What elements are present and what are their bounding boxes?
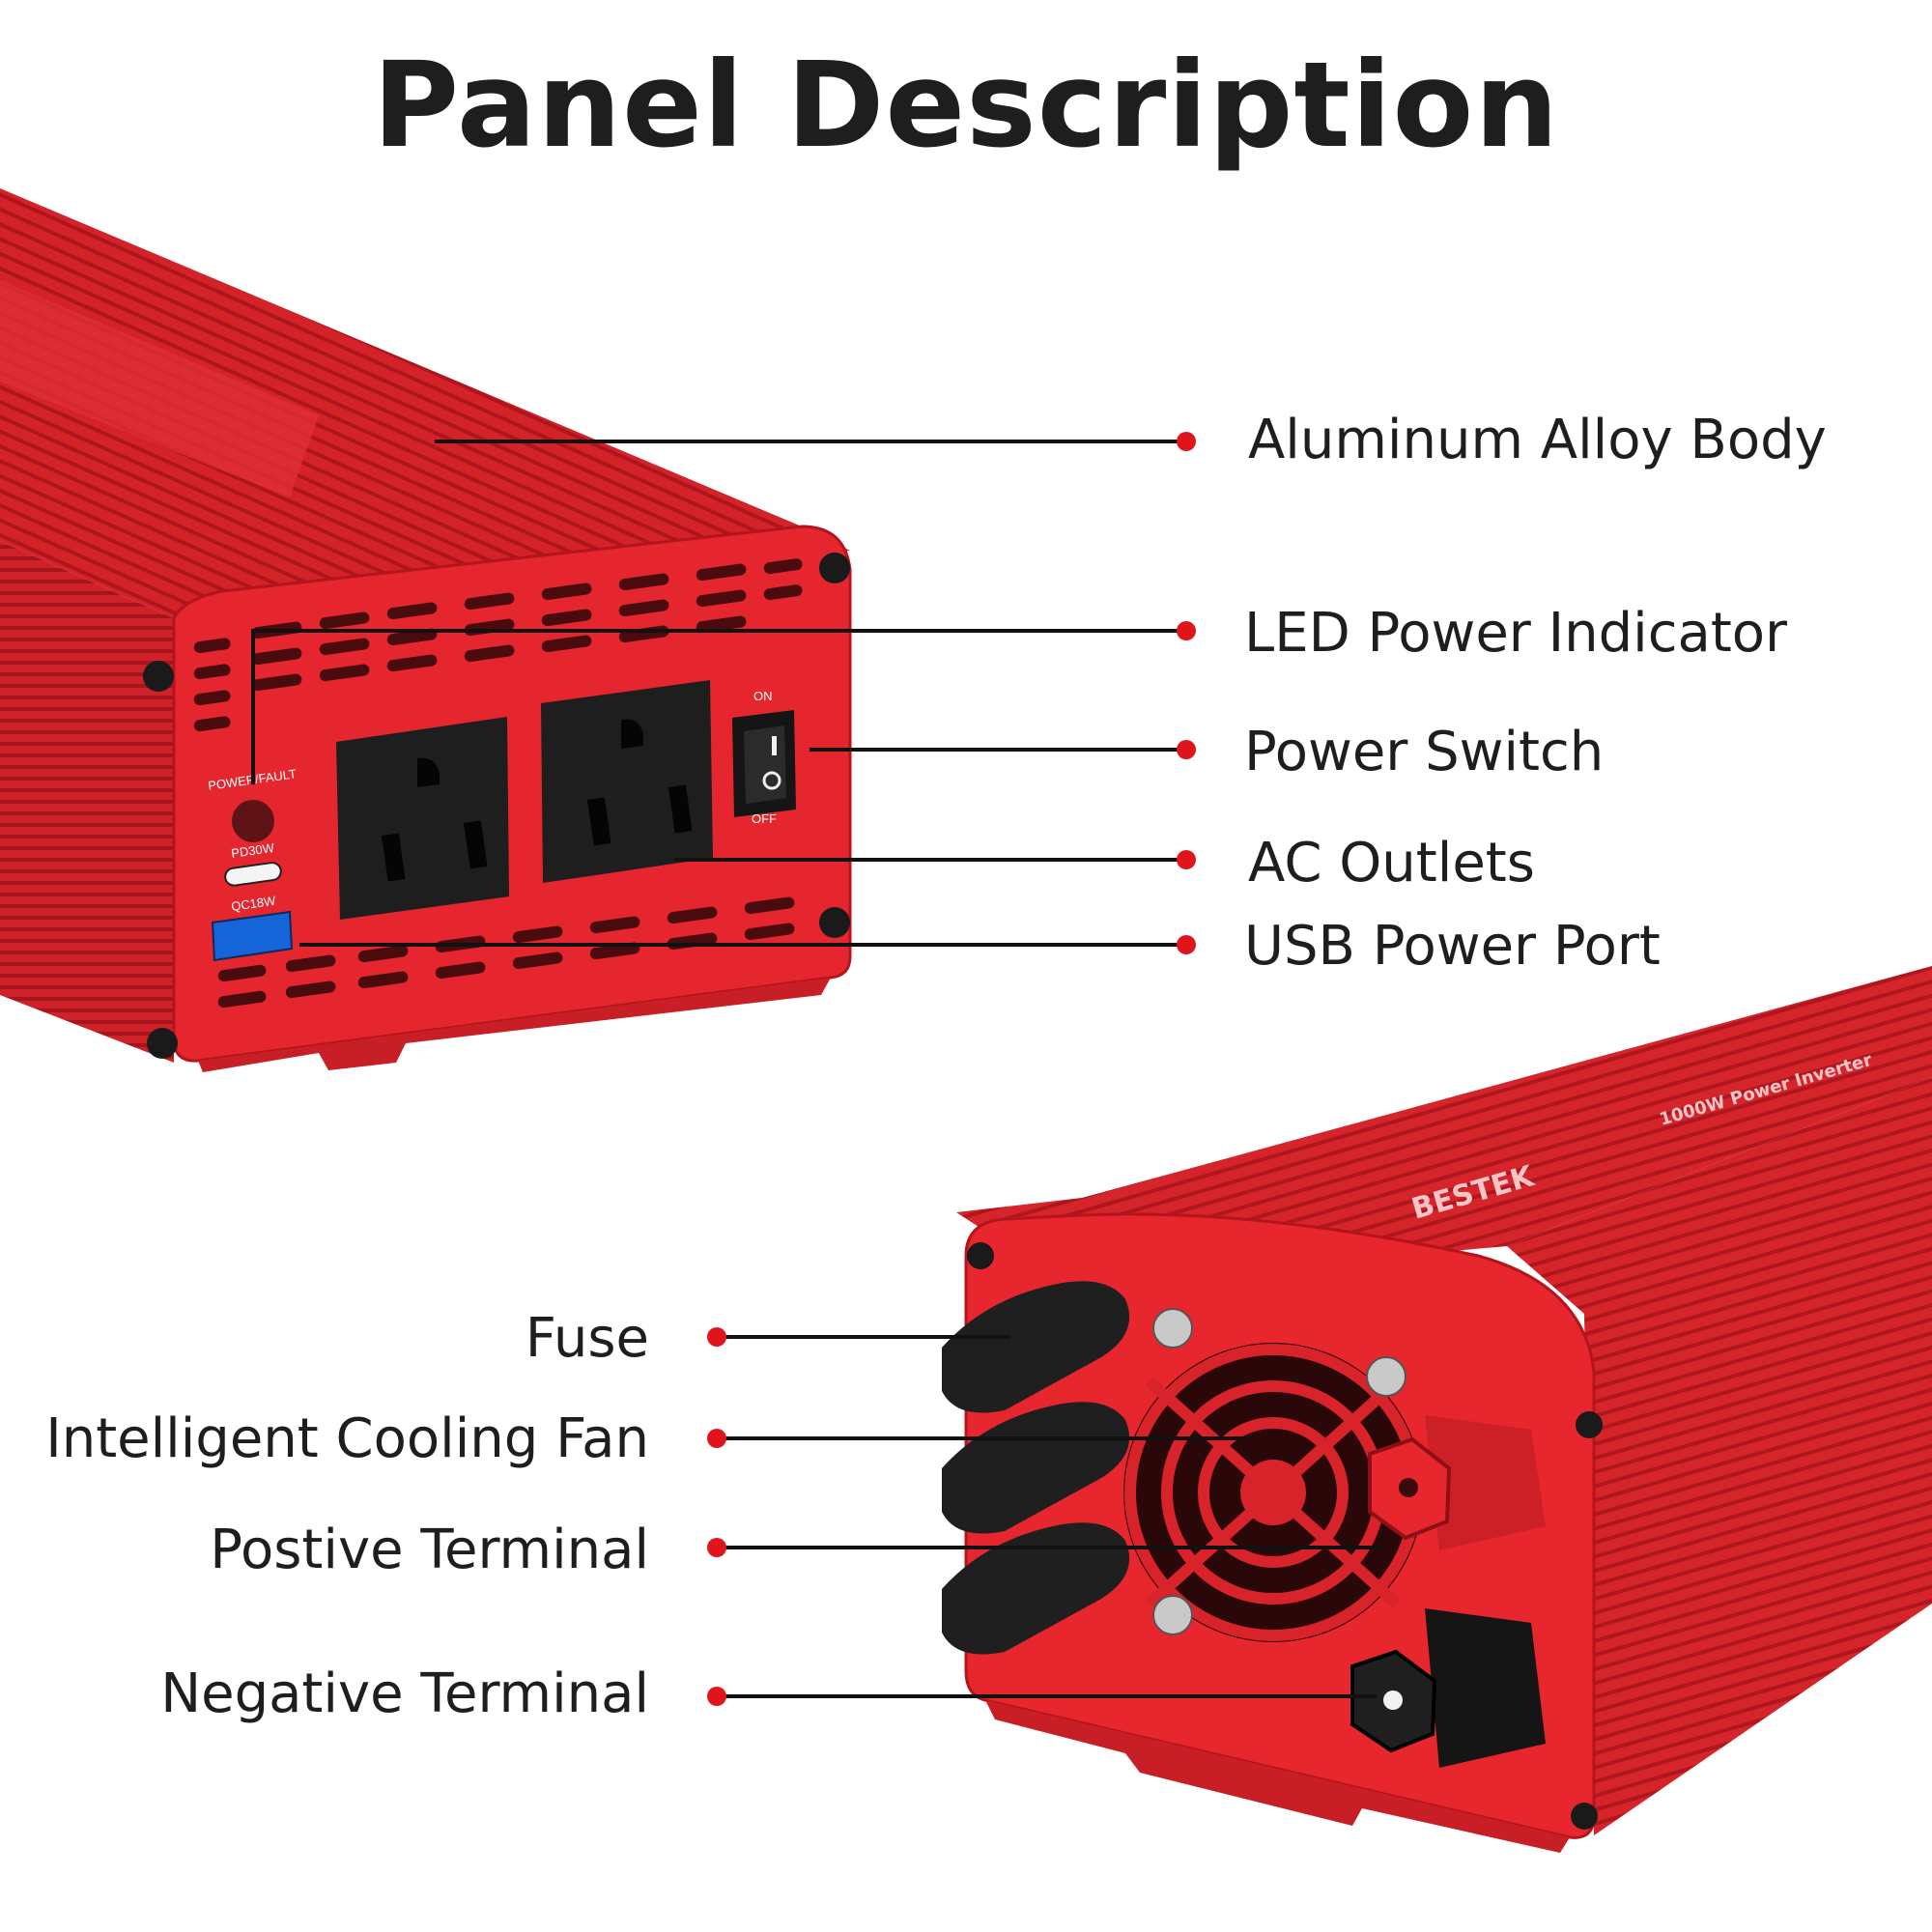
rear-screws bbox=[967, 1242, 1603, 1830]
front-screws bbox=[143, 553, 850, 1059]
led-indicator bbox=[232, 800, 274, 842]
usb-a-port bbox=[211, 910, 294, 962]
pd30w-marking: PD30W bbox=[230, 840, 275, 861]
callout-lines bbox=[251, 440, 1381, 1698]
callout-dots bbox=[707, 432, 1196, 1706]
power-switch-rocker bbox=[732, 710, 796, 817]
rear-inverter-unit: BESTEK 1000W Power Inverter bbox=[942, 966, 1932, 1853]
label-ac-outlets: AC Outlets bbox=[1248, 832, 1535, 895]
positive-terminal-post bbox=[1368, 1415, 1546, 1550]
ac-outlet-left bbox=[336, 717, 509, 920]
label-power-switch: Power Switch bbox=[1244, 721, 1605, 783]
qc18w-marking: QC18W bbox=[230, 894, 277, 914]
switch-off-marking: OFF bbox=[752, 811, 777, 826]
fuse-caps bbox=[942, 1281, 1130, 1655]
label-led-power-indicator: LED Power Indicator bbox=[1244, 602, 1788, 665]
switch-on-marking: ON bbox=[753, 689, 773, 703]
usb-c-port bbox=[224, 862, 282, 887]
front-inverter-unit: ON OFF POWER/FAULT PD30W QC18W bbox=[0, 188, 852, 1072]
ac-outlet-right bbox=[541, 680, 713, 883]
negative-terminal-post bbox=[1350, 1608, 1546, 1768]
label-intelligent-cooling-fan: Intelligent Cooling Fan bbox=[45, 1407, 649, 1470]
page-title: Panel Description bbox=[372, 37, 1560, 174]
label-negative-terminal: Negative Terminal bbox=[160, 1662, 649, 1725]
label-aluminum-alloy-body: Aluminum Alloy Body bbox=[1248, 409, 1827, 471]
vent-slots-bottom bbox=[217, 896, 795, 1009]
label-fuse: Fuse bbox=[525, 1307, 649, 1370]
label-positive-terminal: Postive Terminal bbox=[210, 1519, 649, 1581]
label-usb-power-port: USB Power Port bbox=[1244, 915, 1661, 978]
